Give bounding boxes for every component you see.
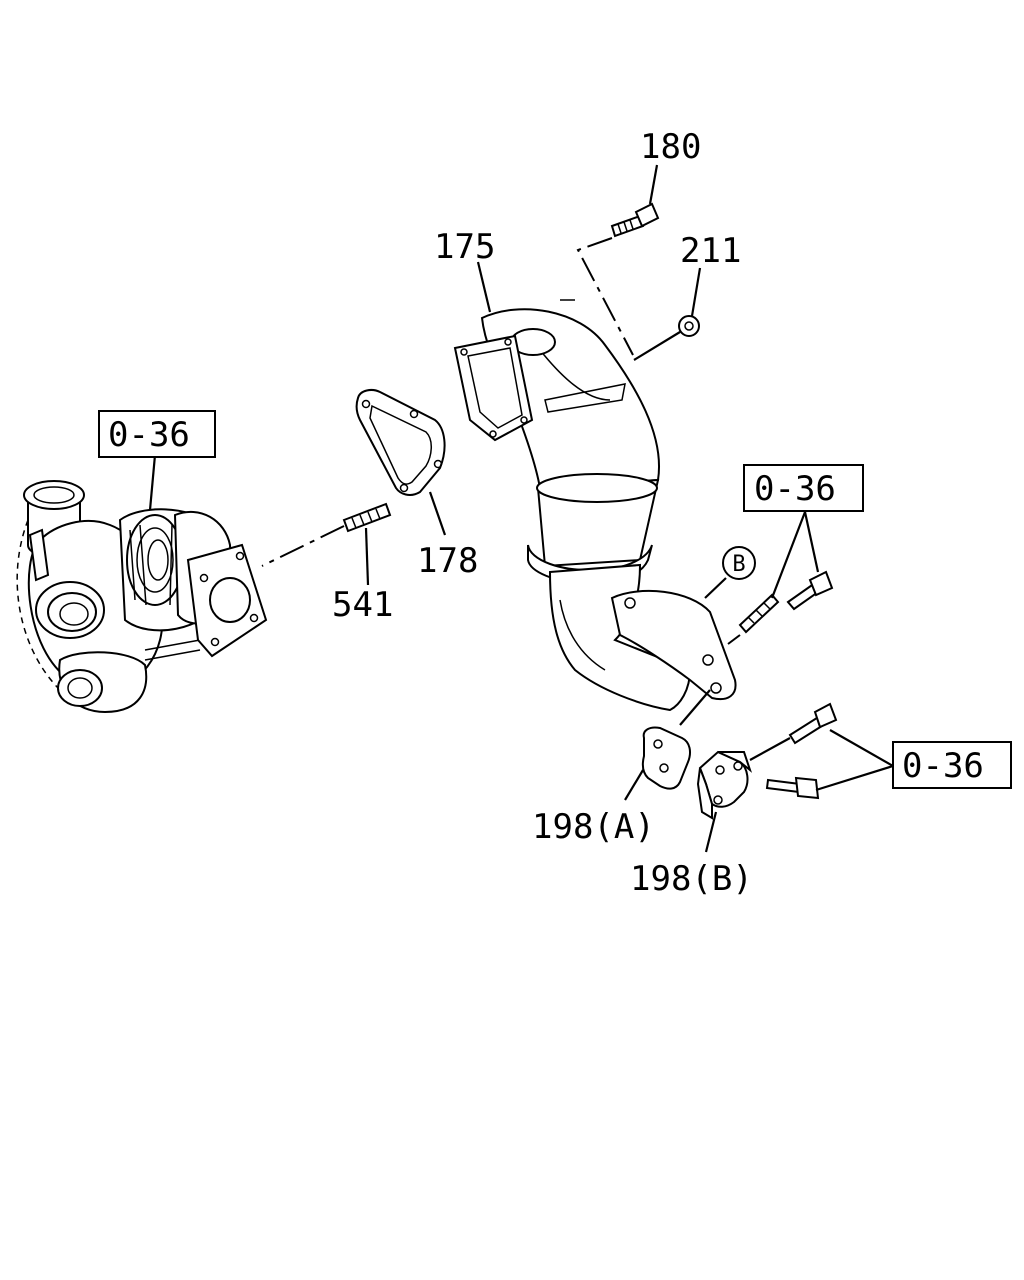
turbocharger-assembly: [16, 480, 268, 714]
nut-211-centerline: [633, 331, 681, 361]
bolt-198b-lower: [765, 776, 820, 800]
gasket-178: [355, 389, 446, 496]
bolt-198b-upper: [788, 702, 838, 745]
leader-ref-right-lower-b: [815, 764, 894, 792]
bolt-180: [610, 202, 660, 238]
callout-541[interactable]: 541: [332, 585, 393, 625]
callout-198b[interactable]: 198(B): [630, 859, 753, 899]
stud-right: [738, 593, 780, 634]
reference-label-left: 0-36: [108, 415, 190, 455]
reference-box-right-lower[interactable]: 0-36: [892, 741, 1012, 789]
reference-box-right-upper[interactable]: 0-36: [743, 464, 864, 512]
leader-178: [428, 491, 447, 536]
circle-marker-b-label: B: [732, 552, 745, 577]
callout-198a[interactable]: 198(A): [532, 807, 655, 847]
leader-180: [648, 164, 659, 205]
stud-right-centerline: [727, 634, 741, 645]
leader-b: [704, 577, 727, 599]
bolt-right: [786, 570, 834, 611]
bracket-198a: [641, 726, 691, 790]
callout-180[interactable]: 180: [640, 127, 701, 167]
reference-box-left[interactable]: 0-36: [98, 410, 216, 458]
reference-label-right-lower: 0-36: [902, 746, 984, 786]
circle-marker-b[interactable]: B: [722, 546, 756, 580]
bracket-198b: [696, 750, 753, 820]
callout-211[interactable]: 211: [680, 231, 741, 271]
leader-ref-right-upper-a: [770, 511, 807, 599]
leader-ref-left: [148, 454, 157, 511]
bracket-198a-centerline: [679, 689, 711, 726]
bolt-198b-upper-line: [749, 737, 791, 761]
exhaust-pipe-175: [453, 299, 737, 712]
stud-centerline: [261, 525, 345, 567]
leader-541: [364, 527, 370, 586]
leader-198a: [624, 769, 644, 801]
leader-ref-right-upper-b: [803, 511, 820, 573]
reference-label-right-upper: 0-36: [754, 469, 836, 509]
callout-175[interactable]: 175: [434, 227, 495, 267]
leader-198b: [704, 811, 718, 853]
stud-541: [342, 502, 392, 533]
leader-175: [476, 261, 492, 313]
leader-ref-right-lower-a: [829, 729, 894, 767]
leader-211: [690, 267, 702, 317]
nut-211: [678, 315, 700, 337]
callout-178[interactable]: 178: [417, 541, 478, 581]
bolt-180-centerline: [576, 237, 634, 356]
